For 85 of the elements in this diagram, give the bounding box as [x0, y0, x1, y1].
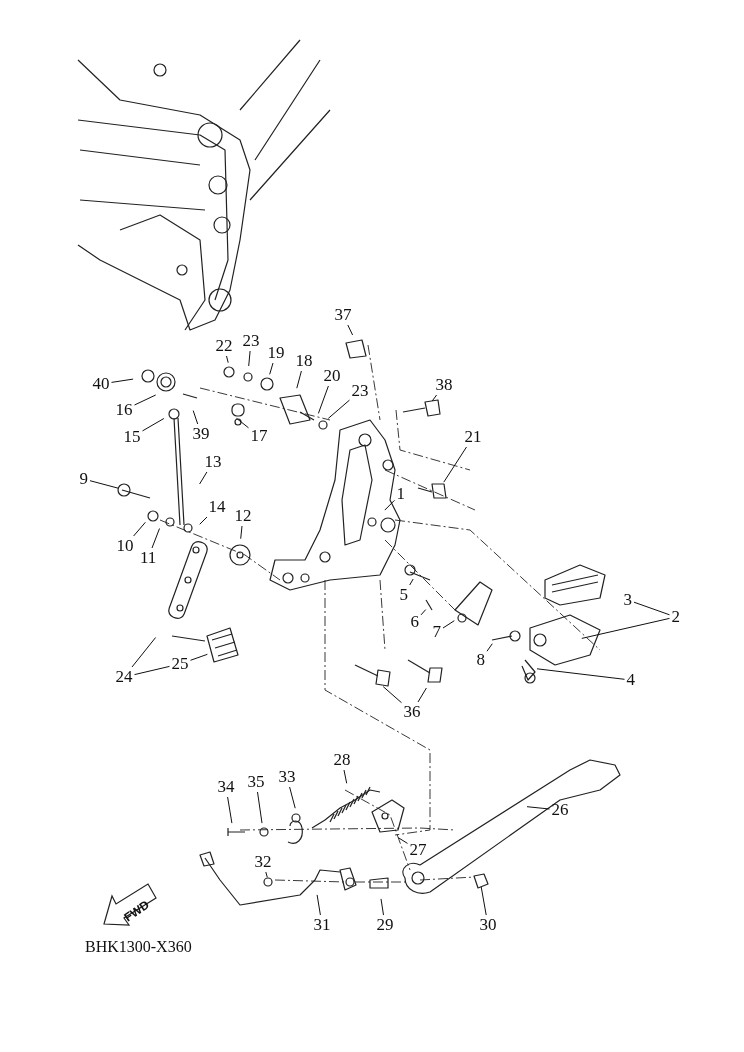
callout-number: 18	[294, 352, 314, 370]
leader-line	[327, 399, 350, 419]
callout-number: 5	[398, 586, 409, 604]
leader-line	[316, 894, 321, 916]
callout-number: 3	[622, 591, 633, 609]
leader-line	[384, 499, 395, 511]
leader-line	[420, 609, 427, 616]
leader-line	[134, 394, 157, 406]
leader-line	[633, 601, 670, 616]
callout-number: 24	[114, 668, 134, 686]
callout-number: 2	[670, 608, 681, 626]
leader-line	[240, 525, 243, 540]
leader-line	[248, 350, 251, 367]
leader-line	[442, 620, 455, 629]
callout-number: 35	[246, 773, 266, 791]
leader-line	[347, 324, 354, 336]
leader-line	[480, 886, 487, 916]
leader-line	[236, 417, 249, 429]
leader-line	[409, 578, 414, 586]
leader-line	[111, 378, 134, 383]
leader-line	[380, 898, 384, 916]
diagram-code: BHK1300-X360	[85, 938, 192, 956]
callout-number: 21	[463, 428, 483, 446]
leader-line	[227, 796, 233, 824]
callout-number: 38	[434, 376, 454, 394]
leader-line	[343, 769, 348, 784]
leader-line	[134, 665, 170, 676]
callout-number: 27	[408, 841, 428, 859]
callout-number: 39	[191, 425, 211, 443]
callout-number: 40	[91, 375, 111, 393]
leader-line	[382, 686, 402, 704]
callout-number: 29	[375, 916, 395, 934]
callout-number: 30	[478, 916, 498, 934]
leader-line	[526, 806, 550, 810]
leader-line	[317, 385, 329, 414]
leader-line	[265, 871, 268, 878]
callout-number: 34	[216, 778, 236, 796]
callout-number: 22	[214, 337, 234, 355]
callout-number: 6	[409, 613, 420, 631]
leader-line	[133, 521, 146, 537]
callout-number: 13	[203, 453, 223, 471]
callout-number: 10	[115, 537, 135, 555]
leader-line	[131, 637, 157, 668]
leader-line	[199, 471, 208, 485]
callout-number: 23	[241, 332, 261, 350]
leader-line	[89, 480, 119, 489]
leader-line	[398, 837, 408, 844]
leader-line	[443, 446, 467, 483]
callout-number: 25	[170, 655, 190, 673]
leader-line	[199, 516, 208, 525]
callout-number: 37	[333, 306, 353, 324]
callout-number: 14	[207, 498, 227, 516]
callout-number: 16	[114, 401, 134, 419]
callout-number: 19	[266, 344, 286, 362]
callout-number: 33	[277, 768, 297, 786]
leader-line	[269, 362, 274, 375]
callout-number: 28	[332, 751, 352, 769]
callout-number: 17	[249, 427, 269, 445]
callout-number: 36	[402, 703, 422, 721]
leader-line	[257, 791, 263, 824]
callout-number: 12	[233, 507, 253, 525]
leader-line	[142, 418, 165, 432]
leader-line	[226, 355, 229, 364]
leader-line	[190, 653, 208, 661]
leader-line	[151, 528, 160, 549]
callout-number: 20	[322, 367, 342, 385]
leader-line	[536, 668, 625, 680]
leader-line	[486, 643, 493, 652]
callout-number: 1	[395, 485, 406, 503]
callout-number: 23	[350, 382, 370, 400]
callout-number: 7	[431, 623, 442, 641]
leader-line	[431, 394, 438, 402]
callout-number: 11	[139, 549, 158, 567]
callout-number: 8	[475, 651, 486, 669]
leader-line	[296, 370, 302, 389]
leader-line	[289, 786, 296, 809]
leader-line	[581, 617, 670, 639]
callout-number: 15	[122, 428, 142, 446]
callout-number: 9	[78, 470, 89, 488]
leader-line	[192, 410, 199, 425]
callout-number: 26	[550, 801, 570, 819]
callout-number: 31	[312, 916, 332, 934]
callout-number: 4	[625, 671, 636, 689]
callout-number: 32	[253, 853, 273, 871]
leader-line	[417, 687, 427, 703]
